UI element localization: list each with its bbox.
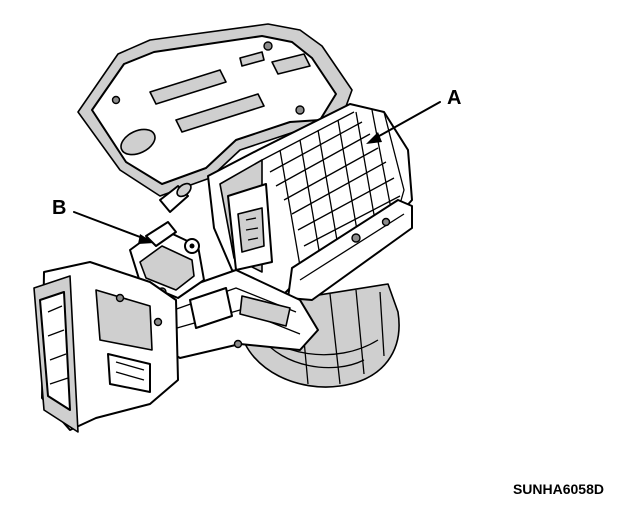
air-inlet-box <box>33 261 179 433</box>
figure-reference-code: SUNHA6058D <box>513 481 604 497</box>
callout-label-a: A <box>447 87 461 109</box>
callout-a-leader <box>371 101 441 141</box>
callout-b-leader <box>73 211 149 241</box>
lower-frame <box>149 269 319 359</box>
upper-housing-plate <box>77 23 353 213</box>
intake-duct <box>207 103 413 301</box>
callout-a-arrowhead <box>366 132 382 144</box>
callout-label-b: B <box>52 197 66 219</box>
callout-b-arrowhead <box>138 234 154 244</box>
